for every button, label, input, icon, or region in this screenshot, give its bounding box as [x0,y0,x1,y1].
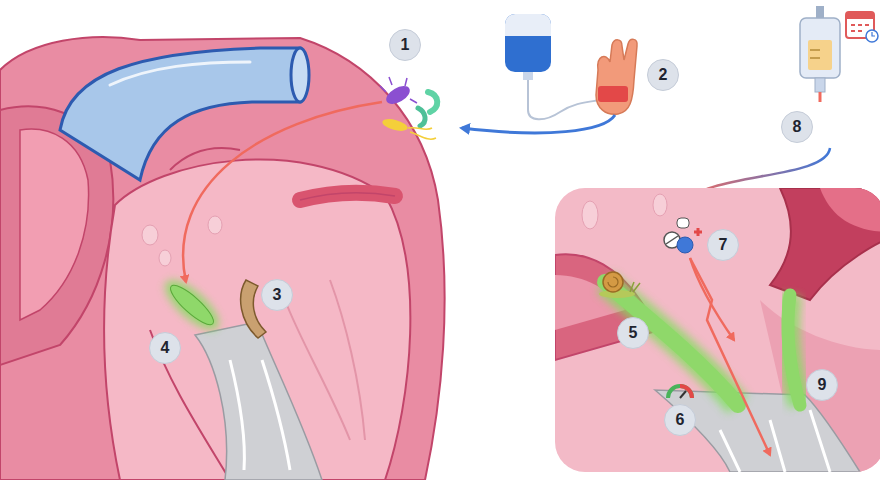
callout-number: 2 [647,59,679,91]
callout-number: 9 [806,369,838,401]
callout-number: 3 [261,279,293,311]
callout-number: 5 [617,317,649,349]
callout-number: 1 [389,29,421,61]
callout-number: 8 [781,111,813,143]
callout-number: 6 [664,404,696,436]
callout-number: 4 [149,332,181,364]
callout-number: 7 [707,229,739,261]
